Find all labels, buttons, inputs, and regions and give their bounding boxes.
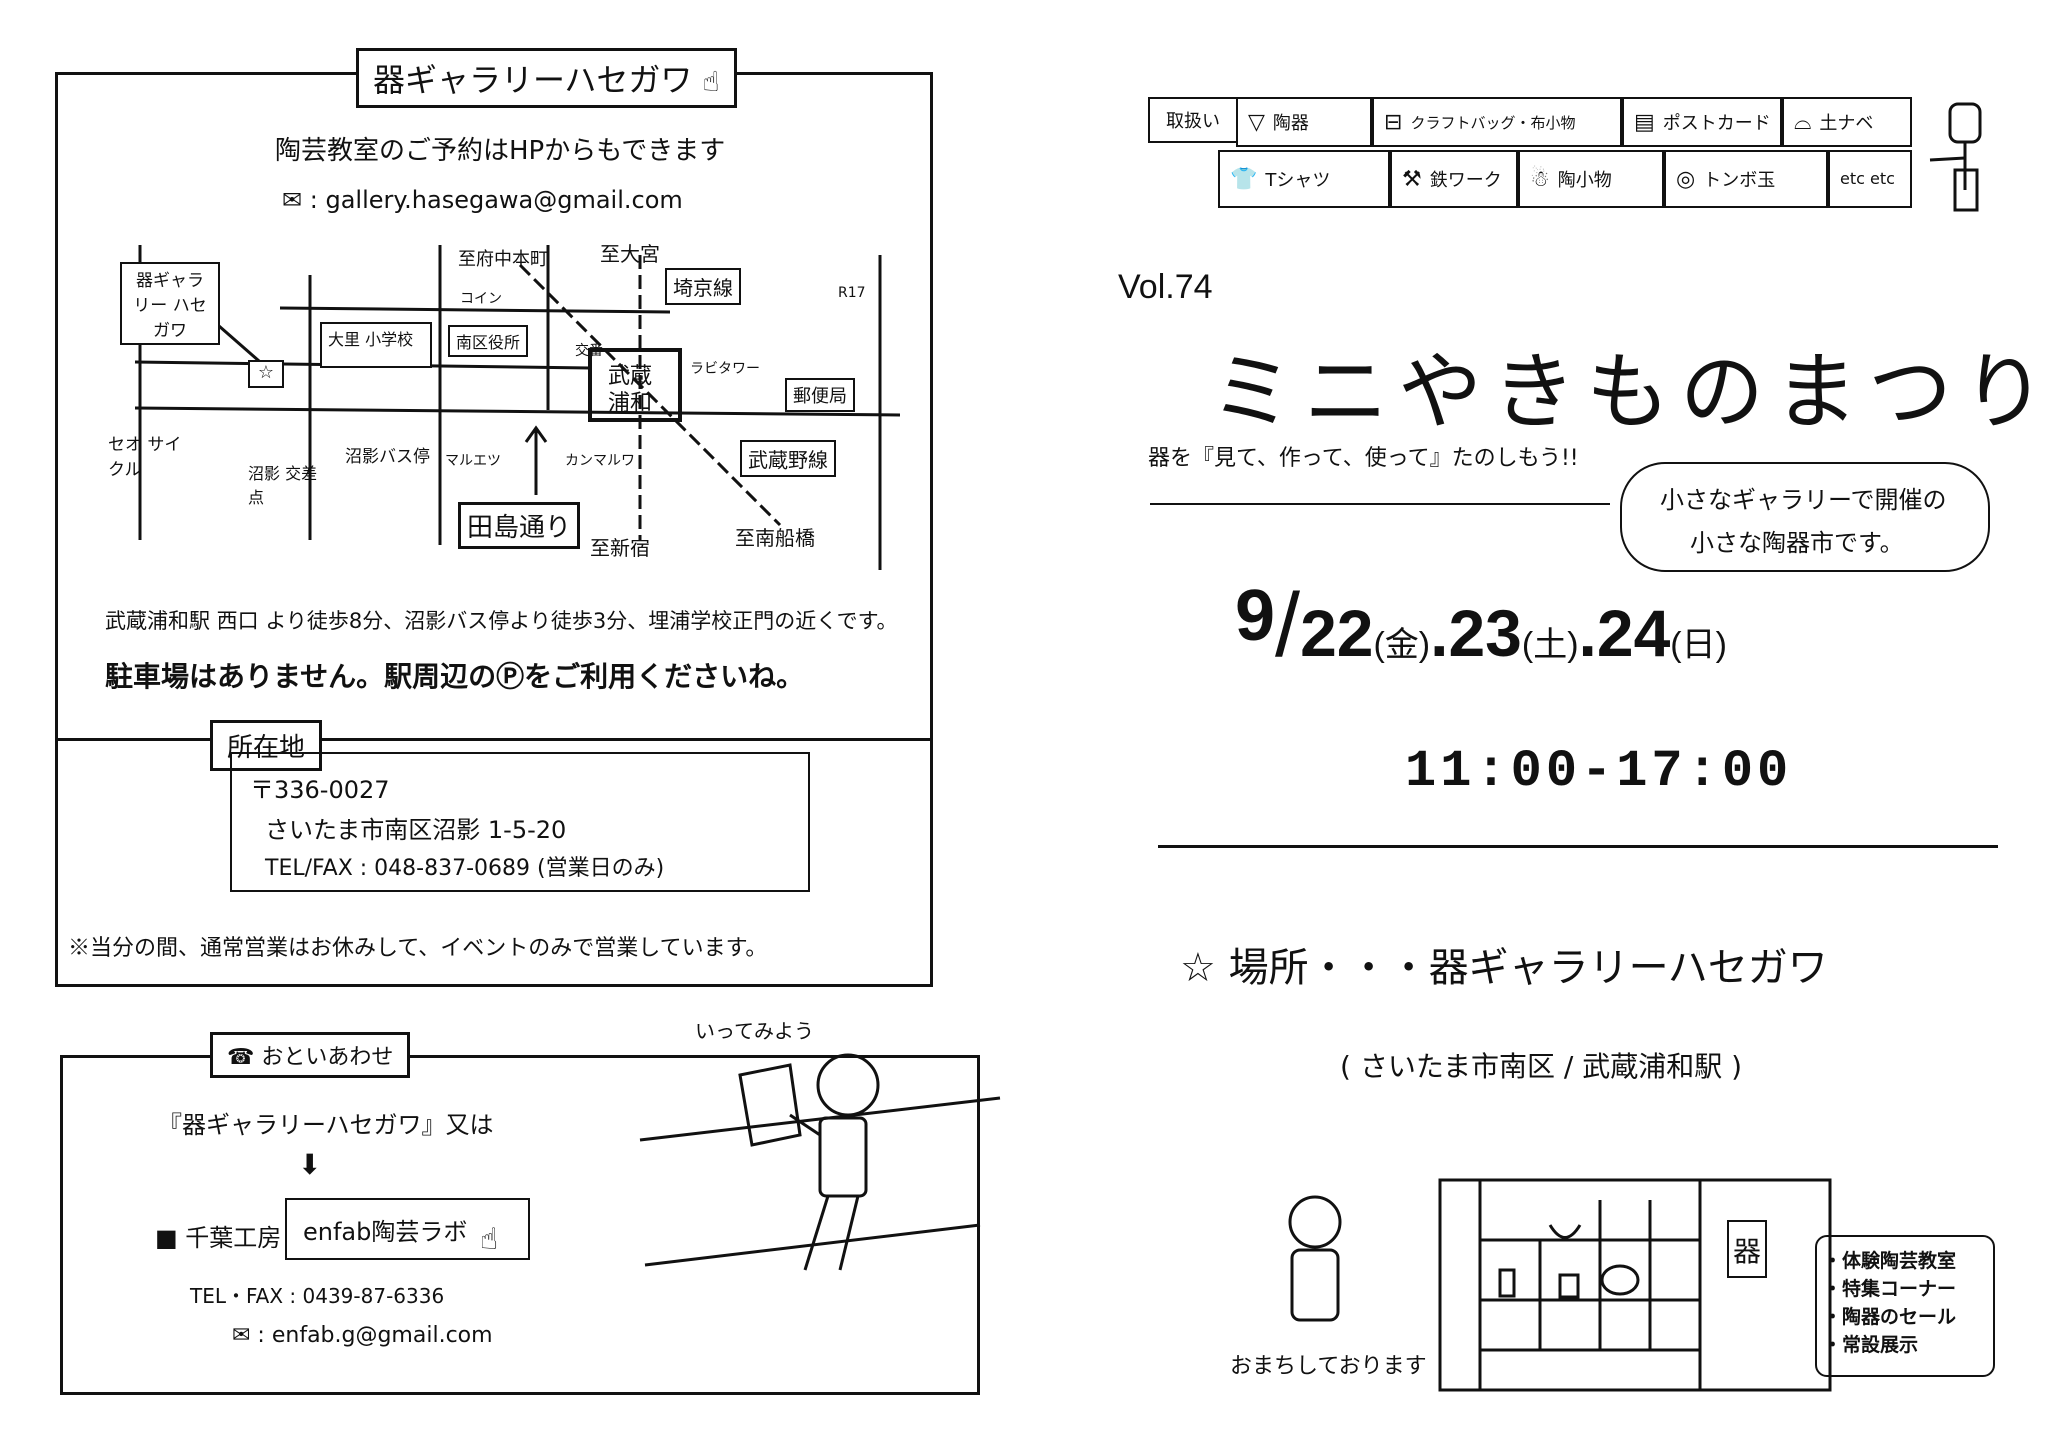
- category-iron-work: ⚒ 鉄ワーク: [1390, 150, 1518, 208]
- speech-bubble: [1620, 462, 1990, 572]
- map-lavita-tower: ラビタワー: [690, 361, 760, 377]
- down-arrow-icon: ⬇: [298, 1148, 322, 1181]
- chiba-workshop: ■ 千葉工房: [155, 1224, 282, 1252]
- map-musashino-line: 武蔵野線: [740, 440, 836, 477]
- address-divider: [55, 738, 933, 741]
- date-slash: /: [1275, 576, 1301, 676]
- map-station-name-2: 浦和: [608, 391, 653, 416]
- map-numakage-bus-stop: 沼影バス停: [345, 447, 430, 467]
- map-post-office: 郵便局: [785, 378, 855, 412]
- pot-icon: ⌓: [1794, 109, 1812, 135]
- gallery-name-heading: 器ギャラリーハセガワ ☝: [356, 48, 737, 108]
- operation-notice: ※当分の間、通常営業はお休みして、イベントのみで営業しています。: [68, 935, 768, 960]
- date-22: 22: [1300, 596, 1374, 670]
- feature-item: ・常設展示: [1823, 1335, 1919, 1356]
- contact-email: ✉ : enfab.g@gmail.com: [232, 1323, 493, 1348]
- map-coin-parking: コイン: [460, 291, 502, 307]
- mail-icon: ✉: [232, 1323, 251, 1348]
- postcard-icon: ▤: [1634, 109, 1655, 135]
- street-address: さいたま市南区沼影 1-5-20: [265, 816, 567, 844]
- event-date: 9/22(金).23(土).24(日): [1235, 575, 1727, 678]
- date-24: .24: [1578, 596, 1671, 670]
- map-to-minami-funabashi: 至南船橋: [735, 526, 815, 550]
- reservation-text: 陶芸教室のご予約はHPからもできます: [275, 136, 726, 166]
- enfab-link[interactable]: enfab陶芸ラボ: [303, 1218, 468, 1246]
- map-maruetsu: マルエツ: [445, 453, 501, 469]
- greeting-caption: おまちしております: [1230, 1354, 1427, 1379]
- day-23: (土): [1521, 626, 1579, 664]
- walker-caption: いってみよう: [695, 1019, 814, 1043]
- day-24: (日): [1670, 626, 1727, 664]
- telephone-icon: ☎: [227, 1045, 255, 1070]
- map-station-name-1: 武蔵: [608, 364, 653, 389]
- categories-label: 取扱い: [1148, 97, 1238, 143]
- map-omaki-school: 大里 小学校: [320, 322, 432, 368]
- map-seo-cycle: セオ サイクル: [108, 435, 182, 480]
- day-22: (金): [1373, 626, 1431, 664]
- map-to-shinjuku: 至新宿: [590, 536, 650, 560]
- map-minami-ward-office: 南区役所: [448, 325, 529, 357]
- map-gallery-marker: ☆: [248, 360, 284, 388]
- category-craft-bag: ⊟ クラフトバッグ・布小物: [1372, 97, 1622, 147]
- category-postcard: ▤ ポストカード: [1622, 97, 1782, 147]
- features-list: ・体験陶芸教室 ・特集コーナー ・陶器のセール ・常設展示: [1823, 1248, 1956, 1360]
- pointing-hand-icon: ☝: [702, 65, 720, 98]
- contact-tel: TEL・FAX : 0439-87-6336: [190, 1284, 445, 1308]
- map-to-omiya: 至大宮: [600, 242, 660, 266]
- bubble-line-2: 小さな陶器市です。: [1690, 529, 1904, 557]
- map-saikyo-line: 埼京線: [665, 268, 741, 305]
- category-glass-beads: ◎ トンボ玉: [1664, 150, 1828, 208]
- feature-item: ・体験陶芸教室: [1823, 1251, 1957, 1272]
- parking-notice: 駐車場はありません。駅周辺のⓅをご利用くださいね。: [105, 660, 805, 693]
- map-gallery-label: 器ギャラリー ハセガワ: [120, 262, 220, 345]
- feature-item: ・特集コーナー: [1823, 1279, 1957, 1300]
- event-place: ☆ 場所・・・器ギャラリーハセガワ: [1180, 945, 1828, 991]
- category-etc: etc etc: [1828, 150, 1912, 208]
- gallery-tel: TEL/FAX : 048-837-0689 (営業日のみ): [265, 856, 665, 881]
- event-subtitle: 器を『見て、作って、使って』たのしもう!!: [1148, 446, 1579, 471]
- date-23: .23: [1430, 596, 1522, 670]
- enfab-link-box[interactable]: [285, 1198, 530, 1260]
- subtitle-underline: [1150, 503, 1610, 505]
- bag-icon: ⊟: [1384, 109, 1403, 135]
- map-numakage-crossing: 沼影 交差点: [248, 464, 318, 507]
- beads-icon: ◎: [1676, 166, 1696, 192]
- bubble-line-1: 小さなギャラリーで開催の: [1660, 486, 1947, 514]
- access-directions: 武蔵浦和駅 西口 より徒歩8分、沼影バス停より徒歩3分、埋浦学校正門の近くです。: [105, 609, 898, 633]
- category-pottery: ▽ 陶器: [1236, 97, 1372, 147]
- date-month: 9: [1235, 576, 1276, 656]
- category-ceramic-goods: ☃ 陶小物: [1518, 150, 1664, 208]
- funnel-icon: ▽: [1248, 109, 1265, 135]
- event-place-detail: ( さいたま市南区 / 武蔵浦和駅 ): [1340, 1050, 1743, 1083]
- section-divider: [1158, 845, 1998, 848]
- volume-number: Vol.74: [1118, 268, 1213, 306]
- figurine-icon: ☃: [1530, 166, 1550, 192]
- category-tshirt: 👕 Tシャツ: [1218, 150, 1390, 208]
- features-bubble: [1815, 1235, 1995, 1377]
- address-box: [230, 752, 810, 892]
- map-r17: R17: [838, 285, 866, 301]
- category-donabe: ⌓ 土ナベ: [1782, 97, 1912, 147]
- contact-line: 『器ギャラリーハセガワ』又は: [158, 1111, 494, 1139]
- address-heading: 所在地: [210, 720, 323, 771]
- map-tajima-street: 田島通り: [458, 502, 581, 549]
- tools-icon: ⚒: [1402, 166, 1422, 192]
- mail-icon: ✉: [282, 186, 303, 214]
- gallery-email: ✉ : gallery.hasegawa@gmail.com: [282, 186, 683, 214]
- feature-item: ・陶器のセール: [1823, 1307, 1957, 1328]
- shop-sign: 器: [1727, 1220, 1767, 1278]
- contact-heading: ☎ おといあわせ: [210, 1032, 411, 1078]
- tshirt-icon: 👕: [1230, 166, 1258, 192]
- map-koban: 交番: [575, 343, 603, 359]
- postal-code: 〒336-0027: [250, 776, 390, 804]
- map-to-fuchu: 至府中本町: [458, 249, 548, 270]
- pointing-hand-icon: ☝: [480, 1222, 499, 1257]
- event-time: 11:00-17:00: [1405, 742, 1793, 801]
- map-kanjimaru: カンマルワ: [565, 453, 635, 469]
- event-title: ミニやきものまつり: [1210, 343, 2048, 441]
